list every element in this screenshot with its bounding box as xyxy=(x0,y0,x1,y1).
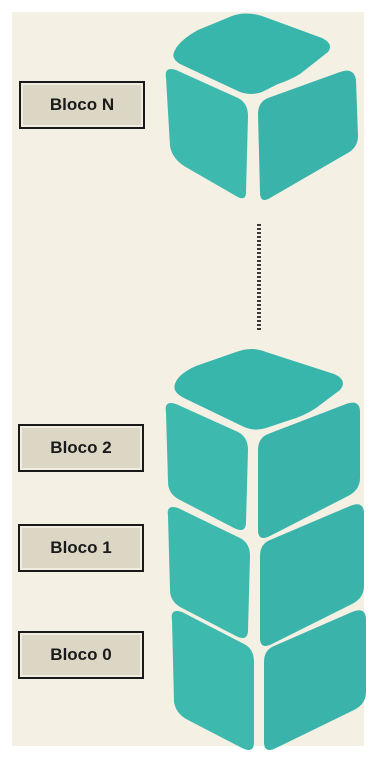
stack-block-0 xyxy=(171,610,366,750)
cube-n-top-face xyxy=(173,13,330,94)
cube-n-left-face xyxy=(165,69,248,199)
label-bloco-2: Bloco 2 xyxy=(18,424,144,472)
label-bloco-n: Bloco N xyxy=(19,81,145,129)
block-0-left-face xyxy=(171,611,254,750)
cube-n-right-face xyxy=(258,70,358,200)
label-bloco-1: Bloco 1 xyxy=(18,524,144,572)
block-2-right-face xyxy=(258,402,360,538)
block-1-left-face xyxy=(167,507,250,638)
stack-block-2 xyxy=(165,402,360,538)
block-1-right-face xyxy=(260,504,364,646)
block-2-left-face xyxy=(165,403,248,530)
stack-top-face xyxy=(174,349,343,430)
cube-bloco-n xyxy=(165,13,358,200)
block-0-right-face xyxy=(264,610,366,750)
label-bloco-0: Bloco 0 xyxy=(18,631,144,679)
stack-block-1 xyxy=(167,504,364,646)
